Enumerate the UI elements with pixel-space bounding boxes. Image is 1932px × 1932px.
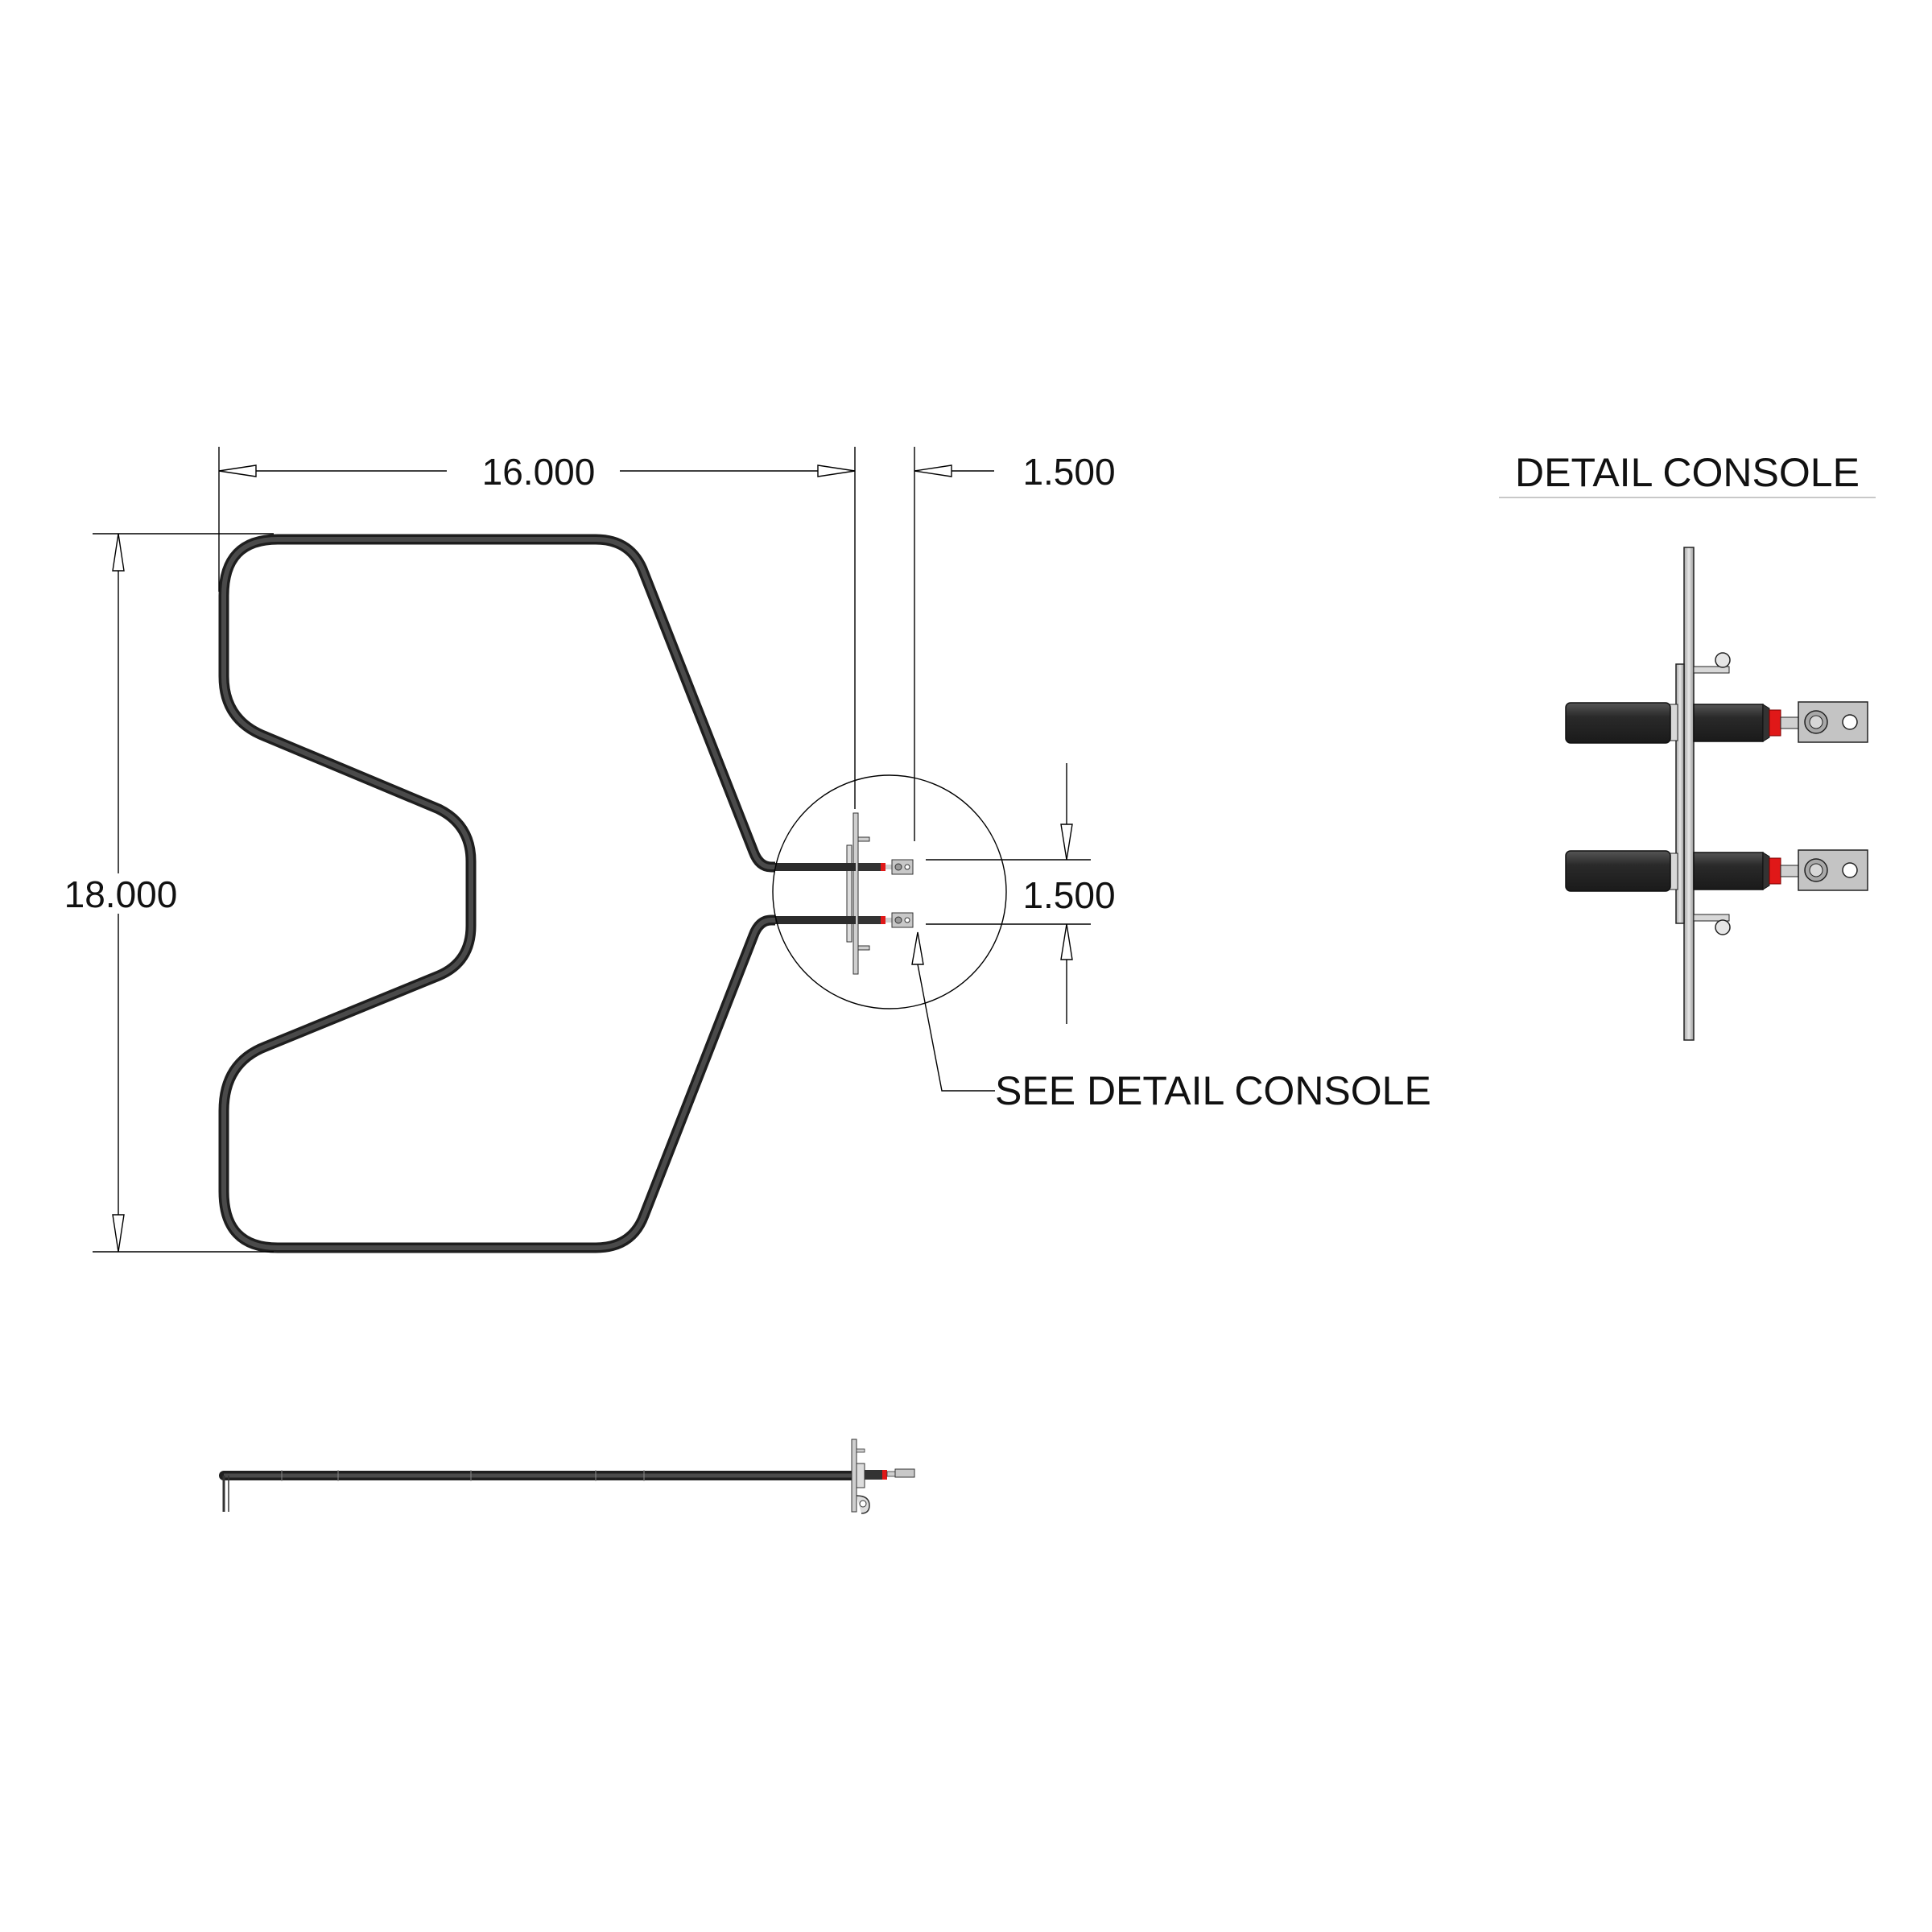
element-tube-fill (221, 537, 775, 1250)
detail-callout-label: SEE DETAIL CONSOLE (995, 1068, 1431, 1113)
detail-console-title: DETAIL CONSOLE (1515, 450, 1860, 495)
mounting-plate (1683, 547, 1695, 1041)
dimension-terminal-offset: 1.500 (914, 447, 1116, 841)
detail-console-view: DETAIL CONSOLE (1499, 450, 1876, 1041)
element-tube-outline (218, 534, 777, 1253)
heating-element-top-view (218, 534, 1007, 1253)
detail-callout: SEE DETAIL CONSOLE (911, 931, 1431, 1113)
insulator-upper (1769, 709, 1781, 737)
insulator-small-top (881, 863, 886, 871)
terminal-upper (1565, 701, 1868, 744)
dimension-height: 18.000 (64, 533, 274, 1253)
insulator-lower (1769, 857, 1781, 885)
insulator-side (882, 1470, 887, 1480)
terminal-lower (1565, 849, 1868, 892)
detail-circle (772, 774, 1007, 1009)
dimension-width-label: 16.000 (482, 451, 596, 493)
heating-element-side-view (219, 1439, 915, 1514)
dimension-height-label: 18.000 (64, 873, 178, 915)
console-small (775, 812, 914, 975)
insulator-small-bottom (881, 916, 886, 924)
dimension-terminal-spacing-label: 1.500 (1022, 874, 1115, 916)
inner-bracket (1675, 663, 1685, 924)
dimension-terminal-spacing: 1.500 (926, 763, 1116, 1024)
dimension-width: 16.000 (218, 447, 856, 809)
dimension-terminal-offset-label: 1.500 (1022, 451, 1115, 493)
